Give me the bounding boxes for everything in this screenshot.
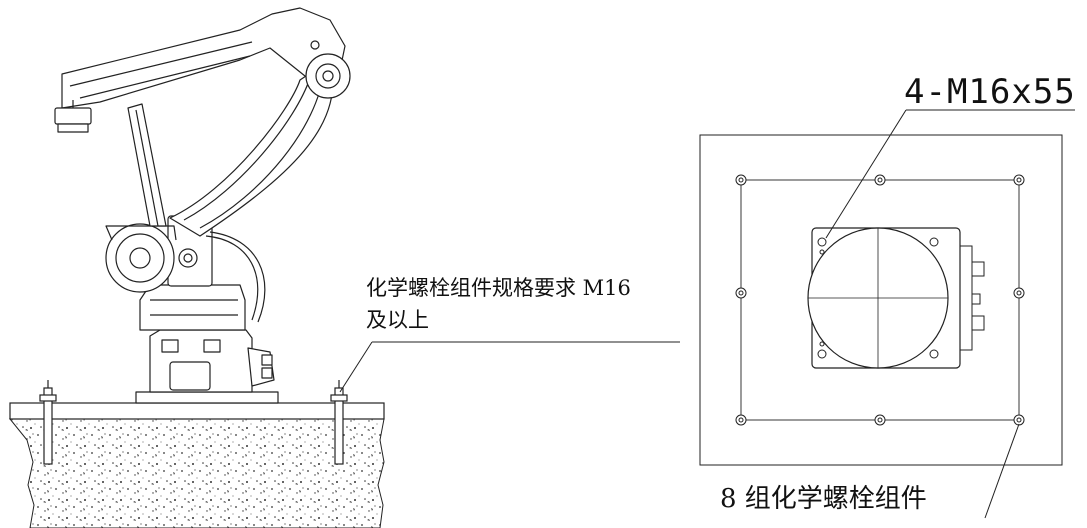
bolt-spec-leader (825, 109, 907, 239)
anchor-bolt-right (330, 380, 348, 465)
bolt-spec-label: 4-M16x55 (904, 72, 1076, 112)
anchor-group-leader (984, 423, 1020, 519)
anchor-group-label: 8 组化学螺栓组件 (720, 484, 927, 514)
robot-turret (139, 284, 246, 331)
plan-view (699, 109, 1075, 519)
foundation-plate (9, 402, 385, 420)
wrist-flange (54, 107, 92, 125)
concrete-foundation (8, 402, 385, 528)
robot-side-view (54, 7, 351, 404)
anchor-bolt-holes (735, 174, 1025, 426)
anchor-spec-label: 化学螺栓组件规格要求 M16 及以上 (366, 272, 631, 336)
robot-base-plate (135, 391, 279, 404)
anchor-spec-line1: 化学螺栓组件规格要求 M16 (366, 276, 631, 300)
anchor-spec-leader (339, 341, 680, 393)
anchor-spec-line2: 及以上 (366, 308, 429, 332)
anchor-bolt-left (39, 380, 57, 465)
concrete-block (8, 418, 385, 528)
